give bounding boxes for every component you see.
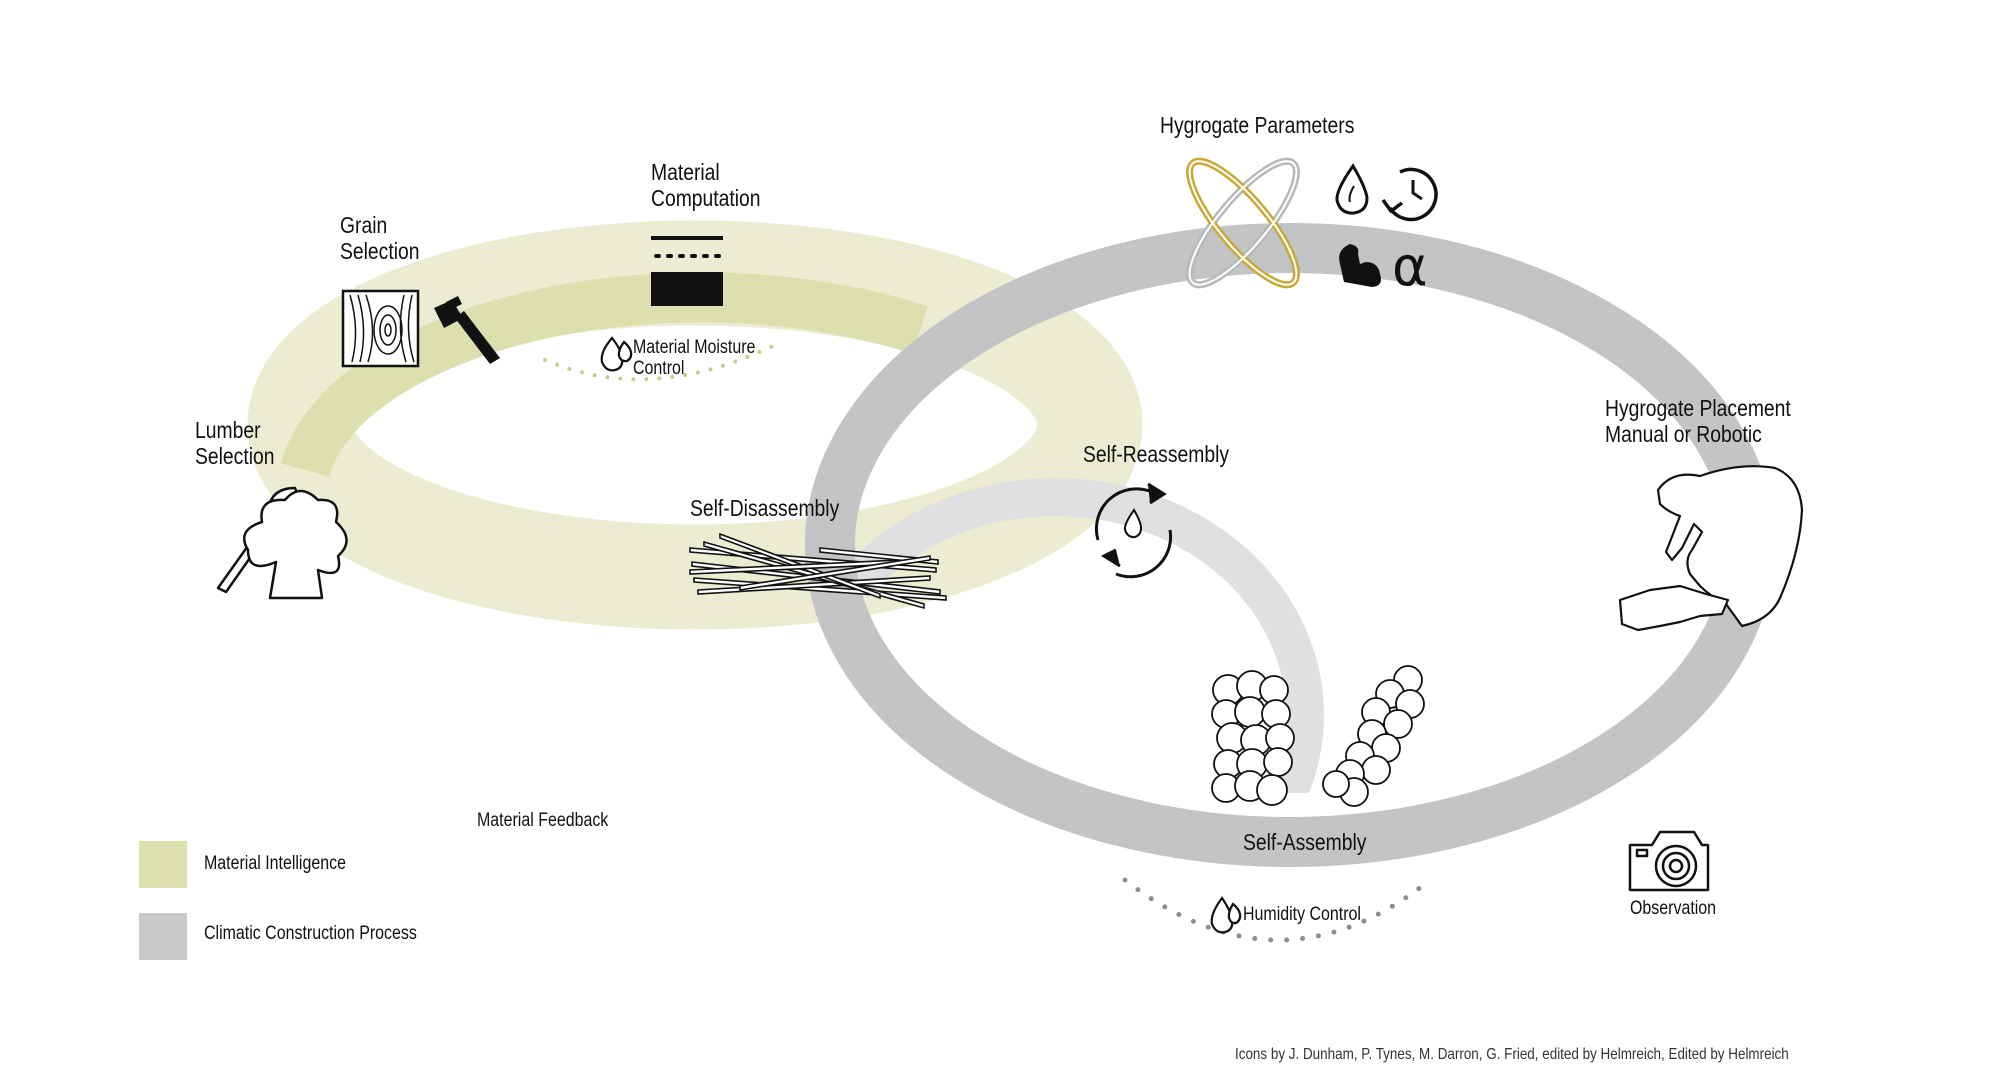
alpha-icon: α: [1392, 235, 1428, 298]
wood-grain-icon: [341, 289, 420, 368]
reassembly-cycle-icon: [1094, 482, 1173, 579]
flexed-arm-icon: [1339, 244, 1381, 287]
material-intelligence-band-top: [280, 272, 928, 478]
hygrogate-icon: [1186, 157, 1300, 289]
legend-label-climatic-process: Climatic Construction Process: [204, 923, 417, 944]
grain-selection-label: Grain Selection: [340, 212, 420, 264]
self-reassembly-label: Self-Reassembly: [1083, 441, 1230, 467]
clock-arrow-icon: [1381, 167, 1438, 222]
drop-icon: [1335, 163, 1369, 215]
humidity-drop-icon: [1210, 896, 1242, 934]
humidity-control-label: Humidity Control: [1243, 904, 1361, 925]
self-assembly-label: Self-Assembly: [1243, 829, 1367, 855]
hygrogate-parameters-label: Hygrogate Parameters: [1160, 112, 1355, 138]
humidity-dotted-arc: [1122, 877, 1433, 943]
hammer-icon: [434, 296, 500, 364]
water-drop-icon: [600, 336, 633, 372]
legend-label-material-intelligence: Material Intelligence: [204, 853, 346, 874]
material-layers-icon: [651, 236, 724, 306]
self-disassembly-label: Self-Disassembly: [690, 495, 840, 521]
material-feedback-label: Material Feedback: [477, 810, 609, 831]
axe-tree-icon: [216, 486, 348, 600]
legend-swatch-climatic-process: [139, 913, 187, 960]
self-reassembly-loop: [852, 478, 1324, 793]
sticks-icon: [689, 532, 947, 610]
lumber-selection-label: Lumber Selection: [195, 417, 275, 469]
hygrogate-placement-label: Hygrogate Placement Manual or Robotic: [1605, 395, 1791, 447]
person-placing-icon: [1618, 465, 1804, 632]
legend-swatch-material-intelligence: [139, 841, 187, 888]
aggregate-clusters-icon: [1211, 665, 1425, 807]
material-moisture-control-label: Material Moisture Control: [633, 337, 756, 380]
observation-label: Observation: [1630, 898, 1717, 919]
camera-icon: [1628, 830, 1710, 892]
icon-credit: Icons by J. Dunham, P. Tynes, M. Darron,…: [1235, 1046, 1789, 1063]
material-computation-label: Material Computation: [651, 159, 761, 211]
svg-text:α: α: [1392, 235, 1428, 298]
